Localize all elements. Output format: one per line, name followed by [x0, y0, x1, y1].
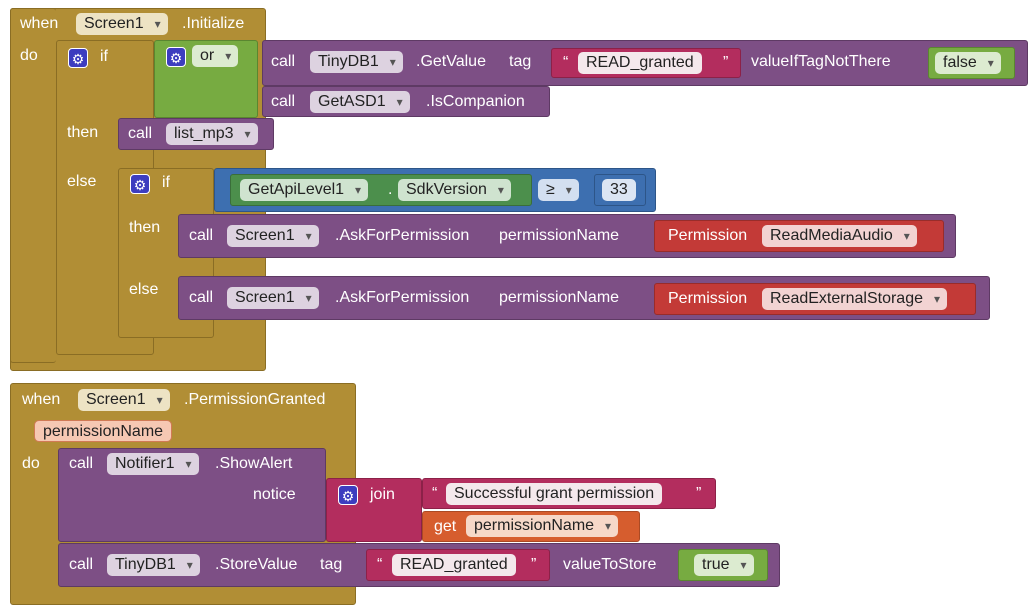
- call-keyword: call: [189, 227, 214, 244]
- when-keyword: when: [20, 15, 59, 32]
- close-quote: ”: [696, 485, 702, 502]
- getasd1-component-dropdown[interactable]: GetASD1: [310, 91, 410, 113]
- permissionname-event-parameter[interactable]: permissionName: [34, 420, 173, 442]
- getvalue-method-name: .GetValue: [416, 53, 486, 70]
- open-quote: “: [432, 485, 438, 502]
- call-keyword: call: [69, 556, 94, 573]
- event-block-body-spine: [10, 8, 56, 363]
- else-keyword: else: [67, 173, 97, 190]
- open-quote: “: [377, 556, 383, 573]
- screen1-component-dropdown[interactable]: Screen1: [227, 287, 319, 309]
- screen1-component-dropdown[interactable]: Screen1: [78, 389, 170, 411]
- compare-operator-dropdown[interactable]: ≥: [538, 179, 579, 201]
- askforpermission-method-name: .AskForPermission: [335, 227, 470, 244]
- tag-label: tag: [320, 556, 343, 573]
- iscompanion-method-name: .IsCompanion: [426, 93, 525, 110]
- showalert-method-name: .ShowAlert: [215, 455, 293, 472]
- call-keyword: call: [128, 125, 153, 142]
- tag-label: tag: [509, 53, 532, 70]
- tinydb1-component-dropdown[interactable]: TinyDB1: [107, 554, 200, 576]
- close-quote: ”: [531, 556, 537, 573]
- initialize-event-name: .Initialize: [182, 15, 245, 32]
- permission-keyword: Permission: [668, 290, 748, 307]
- read-granted-text-field[interactable]: READ_granted: [392, 554, 516, 576]
- value-to-store-label: valueToStore: [563, 556, 657, 573]
- notice-arg-label: notice: [253, 486, 296, 503]
- read-external-storage-dropdown[interactable]: ReadExternalStorage: [762, 288, 947, 310]
- call-keyword: call: [271, 53, 296, 70]
- read-media-audio-dropdown[interactable]: ReadMediaAudio: [762, 225, 917, 247]
- if-mutator-gear-icon[interactable]: ⚙: [68, 48, 88, 68]
- read-granted-text-field[interactable]: READ_granted: [578, 52, 702, 74]
- call-keyword: call: [271, 93, 296, 110]
- getapilevel1-component-dropdown[interactable]: GetApiLevel1: [240, 179, 369, 201]
- false-boolean-dropdown[interactable]: false: [935, 52, 1001, 74]
- value-if-tag-not-there-label: valueIfTagNotThere: [751, 53, 891, 70]
- property-dot: .: [388, 181, 393, 198]
- permissionname-arg-label: permissionName: [499, 227, 620, 244]
- storevalue-method-name: .StoreValue: [215, 556, 298, 573]
- list-mp3-procedure-dropdown[interactable]: list_mp3: [166, 123, 258, 145]
- do-keyword: do: [20, 47, 38, 64]
- do-keyword: do: [22, 455, 40, 472]
- api-level-number-field[interactable]: 33: [602, 179, 636, 201]
- notifier1-component-dropdown[interactable]: Notifier1: [107, 453, 199, 475]
- open-quote: “: [563, 54, 569, 71]
- inner-if-mutator-gear-icon[interactable]: ⚙: [130, 174, 150, 194]
- permissionname-variable-dropdown[interactable]: permissionName: [466, 515, 619, 537]
- success-message-text-field[interactable]: Successful grant permission: [446, 483, 663, 505]
- join-mutator-gear-icon[interactable]: ⚙: [338, 485, 358, 505]
- screen1-component-dropdown[interactable]: Screen1: [76, 13, 168, 35]
- inner-then-keyword: then: [129, 219, 161, 236]
- sdkversion-property-dropdown[interactable]: SdkVersion: [398, 179, 511, 201]
- get-keyword: get: [434, 518, 457, 535]
- or-operator-dropdown[interactable]: or: [192, 45, 239, 67]
- close-quote: ”: [723, 54, 729, 71]
- true-boolean-dropdown[interactable]: true: [694, 554, 754, 576]
- call-keyword: call: [189, 289, 214, 306]
- join-keyword: join: [370, 486, 395, 503]
- when-keyword: when: [22, 391, 61, 408]
- call-keyword: call: [69, 455, 94, 472]
- inner-else-keyword: else: [129, 281, 159, 298]
- then-keyword: then: [67, 124, 99, 141]
- askforpermission-method-name: .AskForPermission: [335, 289, 470, 306]
- permission-keyword: Permission: [668, 227, 748, 244]
- screen1-component-dropdown[interactable]: Screen1: [227, 225, 319, 247]
- or-mutator-gear-icon[interactable]: ⚙: [166, 47, 186, 67]
- if-keyword: if: [100, 48, 108, 65]
- tinydb1-component-dropdown[interactable]: TinyDB1: [310, 51, 403, 73]
- inner-if-keyword: if: [162, 174, 170, 191]
- permissiongranted-event-name: .PermissionGranted: [184, 391, 326, 408]
- permissionname-arg-label: permissionName: [499, 289, 620, 306]
